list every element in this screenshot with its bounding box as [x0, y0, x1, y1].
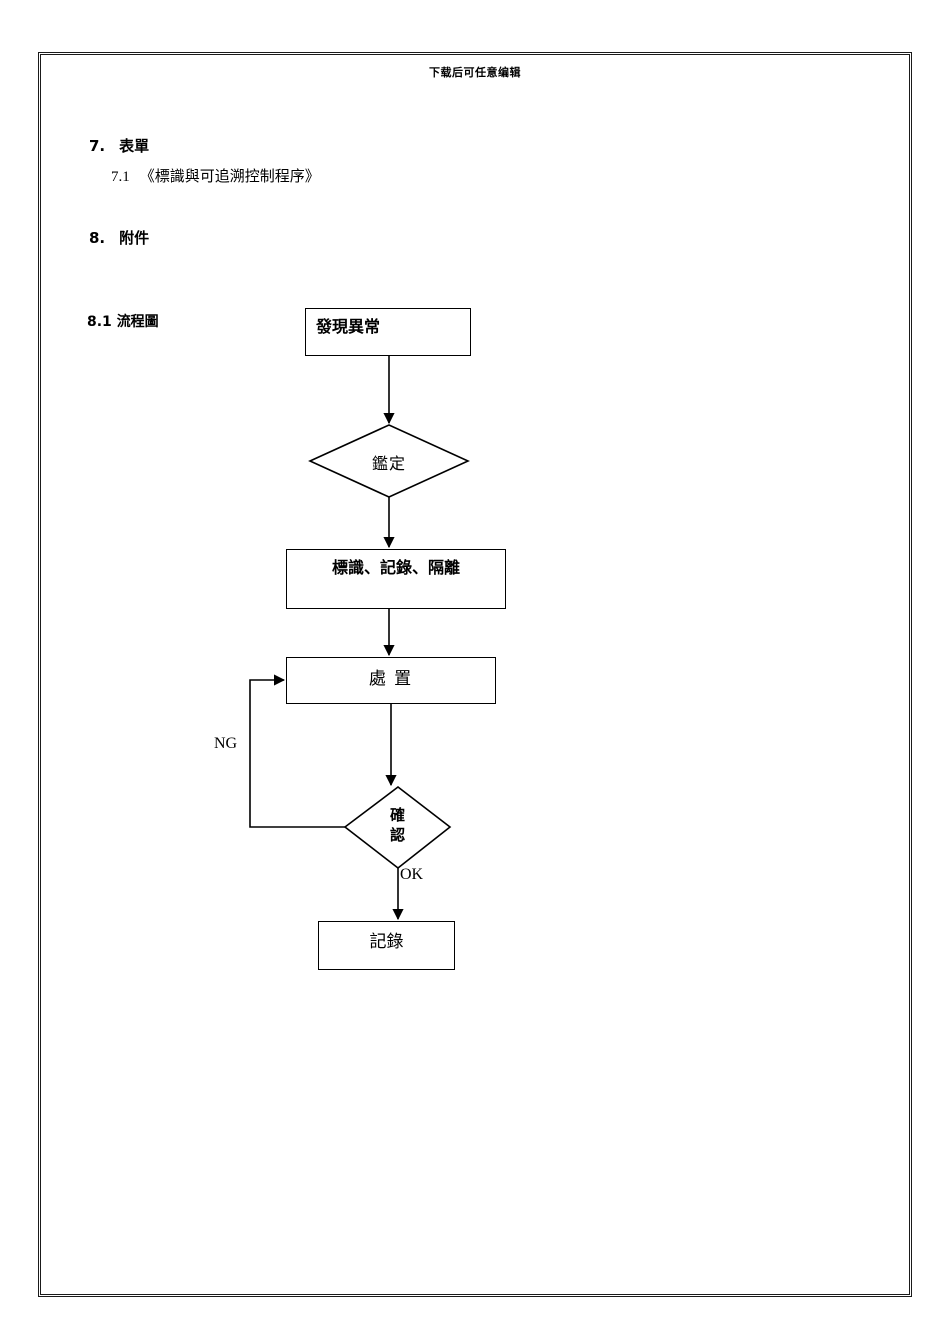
section-number-7: 7. [89, 137, 106, 155]
subitem-text-7-1: 《標識與可追溯控制程序》 [139, 169, 320, 185]
subitem-7-1: 7.1 《標識與可追溯控制程序》 [111, 165, 320, 186]
flow-node-confirm-label: 確 認 [345, 805, 450, 845]
section-number-8: 8. [89, 229, 106, 247]
subitem-8-1: 8.1 流程圖 [87, 311, 159, 331]
flow-node-dispose-label: 處 置 [368, 669, 414, 688]
section-heading-8: 8. 附件 [89, 227, 149, 248]
subitem-number-7-1: 7.1 [111, 169, 130, 185]
flow-node-discover-label: 發現異常 [316, 317, 381, 336]
section-title-8: 附件 [119, 229, 150, 247]
edge-label-ok: OK [400, 866, 424, 883]
section-title-7: 表單 [119, 137, 150, 155]
flow-node-confirm-label-line1: 確 [389, 806, 405, 824]
flow-node-confirm-label-line2: 認 [389, 826, 405, 844]
edge-label-ng: NG [214, 735, 238, 752]
document-header-note: 下载后可任意编辑 [429, 66, 521, 79]
flow-node-dispose: 處 置 [286, 657, 496, 704]
flow-node-record: 記錄 [318, 921, 455, 970]
flow-node-mark: 標識、記錄、隔離 [286, 549, 506, 609]
subitem-number-8-1: 8.1 [87, 314, 112, 330]
flow-node-discover: 發現異常 [305, 308, 471, 356]
section-heading-7: 7. 表單 [89, 135, 149, 156]
flow-node-record-label: 記錄 [369, 932, 404, 951]
flow-node-mark-label: 標識、記錄、隔離 [331, 558, 460, 577]
flow-node-identify-label: 鑑定 [371, 456, 406, 473]
subitem-text-8-1: 流程圖 [116, 314, 159, 330]
